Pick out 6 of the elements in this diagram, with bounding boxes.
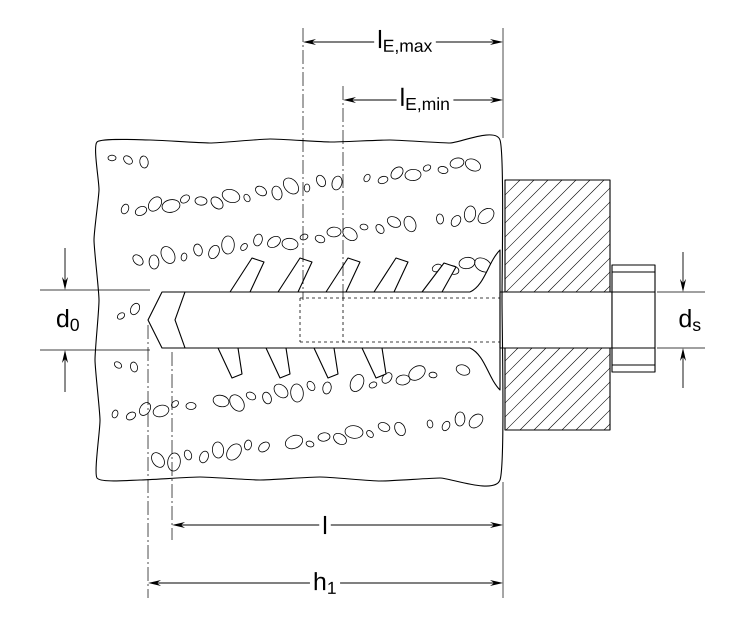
dimension-label: d$_{0}$ (52, 306, 84, 334)
dimension-label: l$_{E,max}$ (374, 26, 436, 58)
dimension-label: l$_{E,min}$ (396, 84, 454, 116)
dimension-label: d$_{s}$ (675, 306, 705, 334)
dimension-label: h$_{1}$ (310, 569, 340, 597)
dimension-label: l (319, 512, 331, 538)
